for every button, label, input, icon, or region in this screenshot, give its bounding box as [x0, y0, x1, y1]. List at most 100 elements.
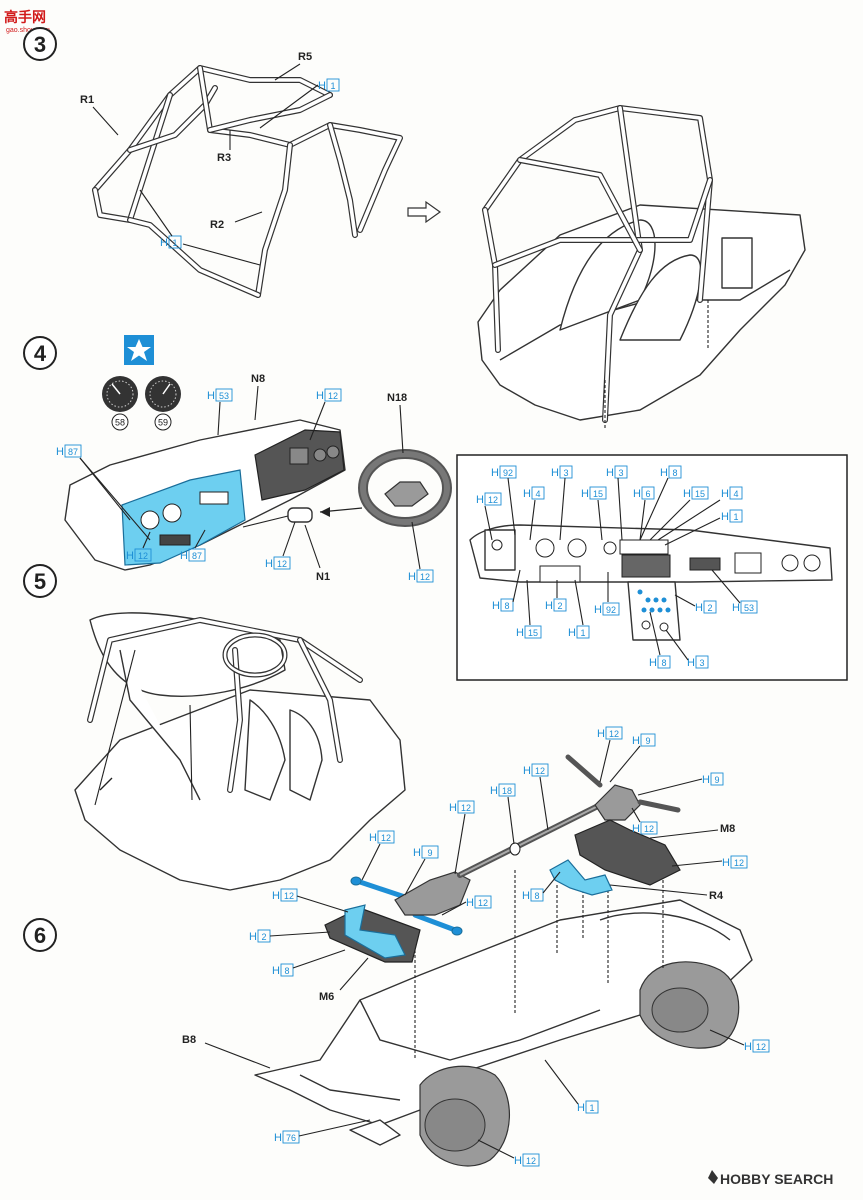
label-h12-rear-wheel: H 12	[744, 1039, 770, 1053]
inset-label-h15-bottom: H 15	[516, 625, 542, 639]
svg-text:92: 92	[503, 468, 513, 478]
mount-R4	[549, 859, 613, 896]
watermark-bottom: HOBBY SEARCH	[708, 1170, 833, 1187]
svg-text:H: H	[316, 390, 324, 402]
body-tub-with-cage	[477, 105, 806, 430]
svg-text:12: 12	[478, 898, 488, 908]
roll-cage-exploded	[92, 65, 403, 298]
decal-gauge-58: 58	[102, 376, 138, 431]
label-h53: H 53	[207, 388, 233, 402]
svg-text:H: H	[449, 802, 457, 814]
svg-text:H: H	[721, 488, 729, 500]
svg-text:H: H	[476, 494, 484, 506]
svg-text:H: H	[514, 1155, 522, 1167]
decal-number-58: 58	[115, 418, 125, 428]
svg-text:8: 8	[504, 601, 509, 611]
svg-text:H: H	[516, 627, 524, 639]
part-M8: M8	[720, 823, 735, 835]
svg-text:8: 8	[661, 658, 666, 668]
label-h87-bottom: H 87	[180, 548, 206, 562]
svg-text:76: 76	[286, 1133, 296, 1143]
svg-text:3: 3	[563, 468, 568, 478]
svg-text:12: 12	[328, 391, 338, 401]
svg-text:2: 2	[707, 603, 712, 613]
decal-number-59: 59	[158, 418, 168, 428]
svg-text:H: H	[207, 390, 215, 402]
svg-text:12: 12	[734, 858, 744, 868]
svg-text:12: 12	[381, 833, 391, 843]
inset-label-h53: H 53	[732, 600, 758, 614]
step-5-number: 5	[34, 569, 46, 594]
svg-text:2: 2	[261, 932, 266, 942]
svg-text:H: H	[695, 602, 703, 614]
svg-text:1: 1	[589, 1103, 594, 1113]
svg-text:H: H	[522, 890, 530, 902]
svg-text:H: H	[466, 897, 474, 909]
svg-text:53: 53	[744, 603, 754, 613]
mount-M8	[574, 819, 681, 886]
decal-gauge-59: 59	[145, 376, 181, 431]
svg-text:15: 15	[528, 628, 538, 638]
cabin-with-dashboard	[74, 612, 406, 891]
inset-label-h92-top: H 92	[491, 465, 517, 479]
svg-text:12: 12	[277, 559, 287, 569]
svg-text:15: 15	[695, 489, 705, 499]
svg-text:H: H	[491, 467, 499, 479]
svg-text:H: H	[249, 931, 257, 943]
step-4-marker: 4	[23, 336, 57, 370]
svg-text:H: H	[160, 237, 168, 249]
step-4-number: 4	[34, 341, 47, 366]
svg-text:H: H	[568, 627, 576, 639]
svg-text:H: H	[732, 602, 740, 614]
svg-text:H: H	[594, 604, 602, 616]
svg-text:2: 2	[557, 601, 562, 611]
svg-text:H: H	[744, 1041, 752, 1053]
part-N8: N8	[251, 373, 265, 385]
svg-text:H: H	[545, 600, 553, 612]
dashboard-N8	[64, 419, 346, 571]
part-R2: R2	[210, 219, 224, 231]
svg-text:12: 12	[284, 891, 294, 901]
svg-text:H: H	[265, 558, 273, 570]
part-N1: N1	[316, 571, 330, 583]
svg-text:H: H	[180, 550, 188, 562]
svg-text:9: 9	[645, 736, 650, 746]
svg-text:12: 12	[756, 1042, 766, 1052]
svg-text:12: 12	[420, 572, 430, 582]
label-h12-wheel: H 12	[408, 569, 434, 583]
svg-text:12: 12	[609, 729, 619, 739]
svg-text:12: 12	[488, 495, 498, 505]
svg-text:53: 53	[219, 391, 229, 401]
svg-text:87: 87	[192, 551, 202, 561]
svg-text:H: H	[56, 446, 64, 458]
svg-text:H: H	[492, 600, 500, 612]
svg-text:18: 18	[502, 786, 512, 796]
svg-text:8: 8	[284, 966, 289, 976]
label-h12-column: H 12	[265, 556, 291, 570]
svg-text:H: H	[649, 657, 657, 669]
svg-text:H: H	[660, 467, 668, 479]
svg-text:H: H	[683, 488, 691, 500]
svg-text:1: 1	[733, 512, 738, 522]
svg-text:6: 6	[645, 489, 650, 499]
watermark-url: gao.shou.com	[6, 27, 50, 34]
inset-label-h15-right: H 15	[683, 486, 709, 500]
